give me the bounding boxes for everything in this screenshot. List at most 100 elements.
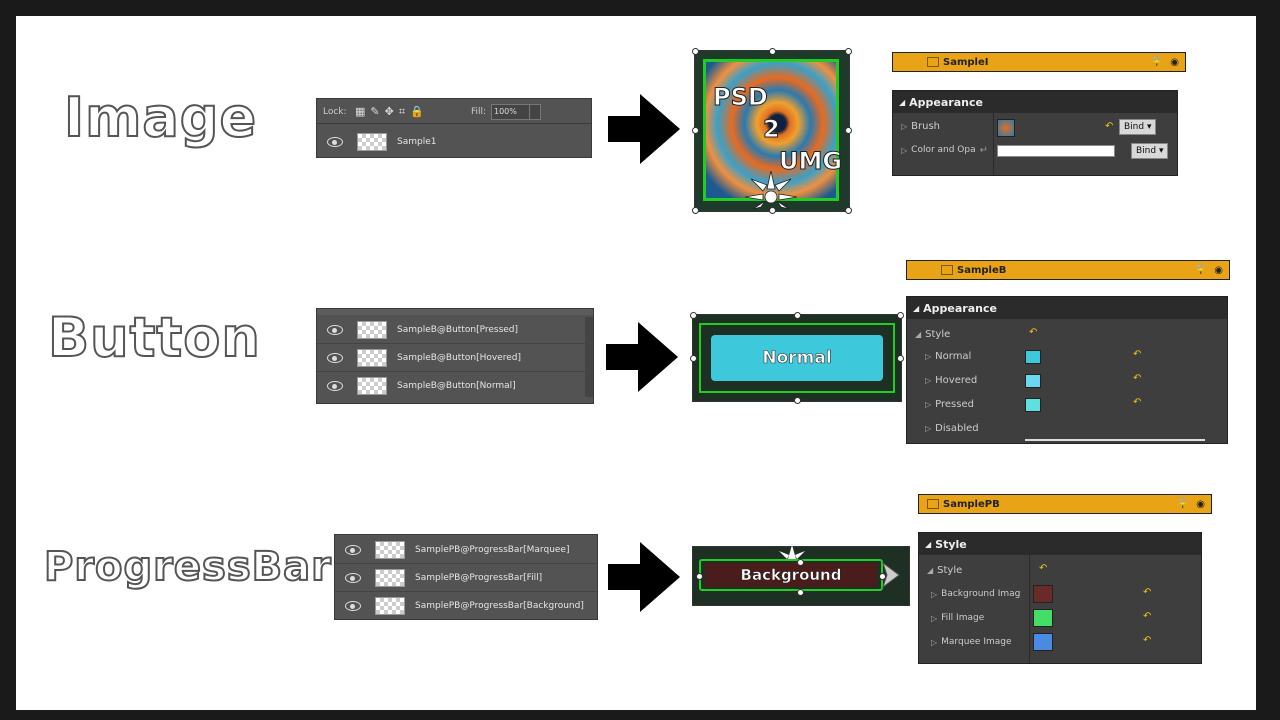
lock-icons[interactable]: ▦✎✥⌗🔒 xyxy=(355,105,429,118)
widget-icon xyxy=(927,499,939,509)
layer-row[interactable]: SamplePB@ProgressBar[Background] xyxy=(335,593,597,619)
prop-label: Marquee Image xyxy=(941,637,1012,647)
prop-row-style[interactable]: ◢Style xyxy=(927,564,963,576)
widget-name: SampleI xyxy=(943,56,989,68)
visibility-eye-icon[interactable]: ◉ xyxy=(1214,264,1223,276)
resize-handle[interactable] xyxy=(797,589,804,596)
resize-handle[interactable] xyxy=(769,48,776,55)
bind-button[interactable]: Bind ▾ xyxy=(1119,119,1157,135)
reset-arrow-icon[interactable]: ↶ xyxy=(1105,121,1114,132)
prop-row-disabled[interactable]: ▷Disabled xyxy=(925,422,979,434)
prop-label: Normal xyxy=(935,350,972,362)
visibility-eye-icon[interactable]: ◉ xyxy=(1170,56,1179,68)
ue-widget-header-progressbar[interactable]: SamplePB 🔓 ◉ xyxy=(918,494,1212,514)
prop-row-fill-image[interactable]: ▷Fill Image xyxy=(931,613,985,623)
resize-handle[interactable] xyxy=(879,573,886,580)
marquee-image-thumbnail[interactable] xyxy=(1033,633,1053,651)
resize-handle[interactable] xyxy=(696,573,703,580)
resize-handle[interactable] xyxy=(897,312,904,319)
prop-row-normal[interactable]: ▷Normal xyxy=(925,350,972,362)
ue-widget-header-image[interactable]: SampleI 🔓 ◉ xyxy=(892,52,1186,72)
resize-handle[interactable] xyxy=(769,207,776,214)
resize-handle[interactable] xyxy=(794,397,801,404)
prop-row-pressed[interactable]: ▷Pressed xyxy=(925,398,974,410)
pressed-swatch[interactable] xyxy=(1025,398,1041,412)
reset-arrow-icon[interactable]: ↶ xyxy=(1143,611,1152,622)
panel-header[interactable]: ◢Style xyxy=(919,533,1201,555)
layer-name: SamplePB@ProgressBar[Background] xyxy=(415,601,584,611)
fill-input[interactable]: 100% xyxy=(491,104,531,120)
layer-row[interactable]: SamplePB@ProgressBar[Marquee] xyxy=(335,537,597,564)
eye-icon[interactable] xyxy=(327,325,343,335)
anchor-icon[interactable] xyxy=(743,169,799,209)
progressbar-background[interactable]: Background xyxy=(705,563,877,587)
ue-widget-header-button[interactable]: SampleB 🔓 ◉ xyxy=(906,260,1230,280)
prop-row-background-image[interactable]: ▷Background Imag xyxy=(931,589,1021,599)
eye-icon[interactable] xyxy=(327,353,343,363)
prop-row-marquee-image[interactable]: ▷Marquee Image xyxy=(931,637,1012,647)
reset-arrow-icon[interactable]: ↶ xyxy=(1133,349,1142,360)
selection-frame xyxy=(699,323,895,393)
resize-handle[interactable] xyxy=(690,355,697,362)
bind-button[interactable]: Bind ▾ xyxy=(1131,143,1169,159)
arrow-icon xyxy=(606,322,678,392)
panel-header[interactable]: ◢Appearance xyxy=(893,91,1177,113)
layer-thumbnail xyxy=(357,133,387,151)
resize-handle[interactable] xyxy=(692,127,699,134)
resize-handle[interactable] xyxy=(794,312,801,319)
panel-header[interactable]: ◢Appearance xyxy=(907,297,1227,319)
prop-row-color[interactable]: ▷Color and Opa ↵ xyxy=(901,144,989,156)
fill-image-thumbnail[interactable] xyxy=(1033,609,1053,627)
prop-label: Style xyxy=(925,328,951,340)
resize-handle[interactable] xyxy=(845,48,852,55)
prop-row-hovered[interactable]: ▷Hovered xyxy=(925,374,978,386)
preview-text-umg: UMG xyxy=(778,147,843,176)
fill-dropdown[interactable] xyxy=(529,104,541,120)
resize-handle[interactable] xyxy=(690,312,697,319)
layer-row[interactable]: SampleB@Button[Pressed] xyxy=(317,317,593,344)
background-image-thumbnail[interactable] xyxy=(1033,585,1053,603)
reset-arrow-icon[interactable]: ↶ xyxy=(1143,587,1152,598)
normal-swatch[interactable] xyxy=(1025,350,1041,364)
lock-icon[interactable]: 🔓 xyxy=(1176,498,1189,510)
lock-icon[interactable]: 🔓 xyxy=(1150,56,1163,68)
prop-row-style[interactable]: ◢Style xyxy=(915,328,951,340)
prop-row-brush[interactable]: ▷Brush xyxy=(901,120,941,132)
resize-handle[interactable] xyxy=(692,48,699,55)
layer-row[interactable]: Sample1 xyxy=(317,129,591,155)
anchor-icon[interactable] xyxy=(775,545,809,561)
reset-arrow-icon[interactable]: ↶ xyxy=(1039,563,1048,574)
visibility-eye-icon[interactable]: ◉ xyxy=(1196,498,1205,510)
scrollbar[interactable] xyxy=(585,317,593,397)
normal-button-preview[interactable]: Normal xyxy=(711,335,883,381)
layer-name: SampleB@Button[Pressed] xyxy=(397,325,519,335)
reset-arrow-icon[interactable]: ↶ xyxy=(1133,373,1142,384)
eye-icon[interactable] xyxy=(345,573,361,583)
hovered-swatch[interactable] xyxy=(1025,374,1041,388)
reset-arrow-icon[interactable]: ↶ xyxy=(1029,327,1038,338)
eye-icon[interactable] xyxy=(327,381,343,391)
color-field[interactable] xyxy=(997,145,1115,157)
lock-icon[interactable]: 🔓 xyxy=(1194,264,1207,276)
layer-row[interactable]: SamplePB@ProgressBar[Fill] xyxy=(335,565,597,592)
eye-icon[interactable] xyxy=(345,545,361,555)
resize-handle[interactable] xyxy=(797,559,804,566)
reset-arrow-icon[interactable]: ↶ xyxy=(1143,635,1152,646)
resize-handle[interactable] xyxy=(897,355,904,362)
layer-row[interactable]: SampleB@Button[Normal] xyxy=(317,373,593,399)
ue-details-panel-progressbar: ◢Style ◢Style ↶ ▷Background Imag ↶ ▷Fill… xyxy=(918,532,1202,664)
progressbar-preview: Background xyxy=(692,545,910,606)
layer-thumbnail xyxy=(375,541,405,559)
resize-handle[interactable] xyxy=(845,127,852,134)
row-label-button: Button xyxy=(47,305,261,370)
eye-icon[interactable] xyxy=(345,601,361,611)
brush-thumbnail[interactable] xyxy=(997,119,1015,137)
eye-icon[interactable] xyxy=(327,137,343,147)
resize-handle[interactable] xyxy=(692,207,699,214)
row-label-image: Image xyxy=(63,85,258,150)
layer-row[interactable]: SampleB@Button[Hovered] xyxy=(317,345,593,372)
arrow-icon xyxy=(608,542,680,612)
reset-arrow-icon[interactable]: ↶ xyxy=(1133,397,1142,408)
resize-handle[interactable] xyxy=(845,207,852,214)
edit-icon[interactable]: ↵ xyxy=(979,144,989,156)
